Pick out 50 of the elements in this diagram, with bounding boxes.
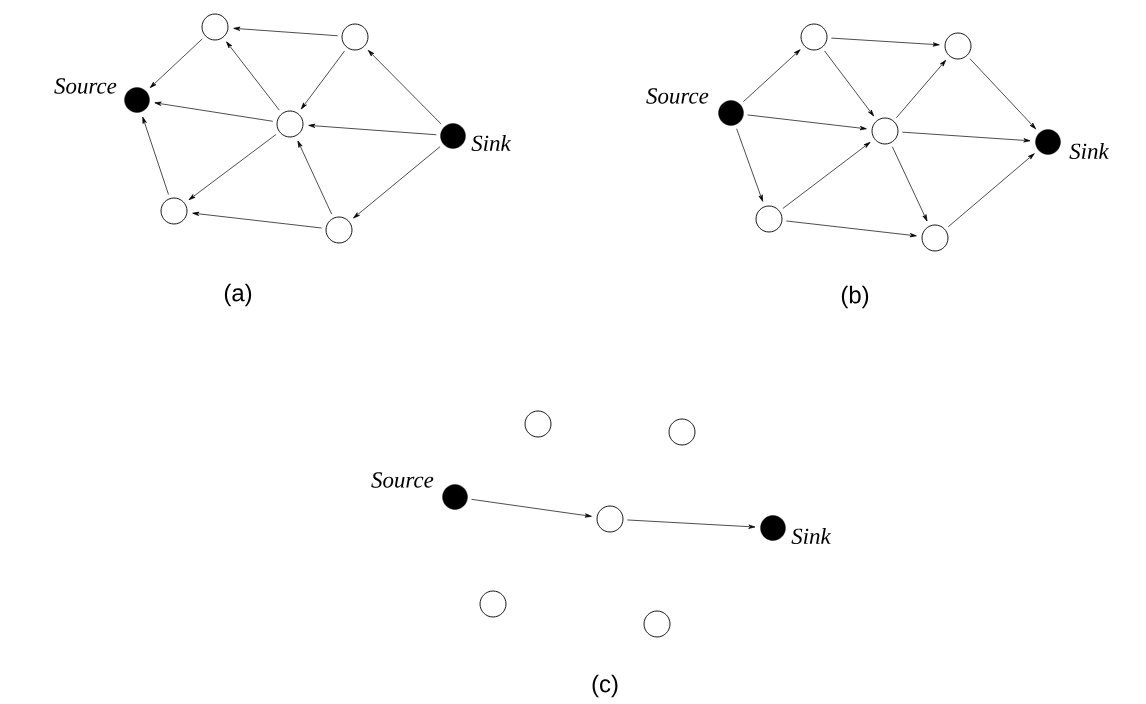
node-circle (276, 110, 304, 138)
arrow (233, 26, 338, 37)
arrow (824, 50, 875, 117)
node-circle (325, 216, 353, 244)
panel-label: (c) (592, 674, 618, 698)
node-label: Source (371, 472, 434, 488)
arrow (471, 499, 592, 518)
node-label: Source (646, 88, 709, 104)
node-circle (800, 23, 828, 51)
node-circle (596, 505, 624, 533)
arrow (627, 519, 756, 529)
node-circle (643, 610, 671, 638)
node-label: Sink (791, 527, 831, 545)
arrow (892, 146, 928, 222)
node-circle (341, 23, 369, 51)
arrow (188, 134, 277, 201)
node-circle (871, 117, 899, 145)
arrow (747, 114, 867, 131)
arrow (831, 37, 940, 47)
arrow (300, 50, 345, 110)
arrow (226, 41, 280, 111)
node-circle (479, 590, 507, 618)
arrow (786, 220, 917, 238)
arrow (736, 128, 764, 202)
arrow (192, 211, 323, 229)
arrow (367, 50, 442, 125)
node-circle (524, 410, 552, 438)
arrow (142, 116, 169, 195)
arrow (353, 146, 441, 219)
arrow (297, 140, 333, 215)
arrow (947, 153, 1035, 228)
arrow (896, 59, 947, 119)
node-label: Sink (1069, 142, 1109, 160)
node-circle (160, 197, 188, 225)
node-label: Source (54, 78, 117, 94)
node-circle (755, 205, 783, 233)
node-label: Sink (471, 134, 511, 152)
panel-label: (a) (224, 283, 252, 307)
node-circle (668, 418, 696, 446)
panel-label: (b) (841, 285, 869, 309)
arrow (969, 58, 1037, 130)
arrow (308, 123, 437, 136)
node-circle (944, 32, 972, 60)
arrow (149, 38, 203, 89)
arrow (782, 142, 871, 209)
arrow (154, 101, 274, 122)
arrow (902, 131, 1031, 143)
node-circle (201, 13, 229, 41)
node-circle (921, 224, 949, 252)
arrow (742, 49, 801, 103)
